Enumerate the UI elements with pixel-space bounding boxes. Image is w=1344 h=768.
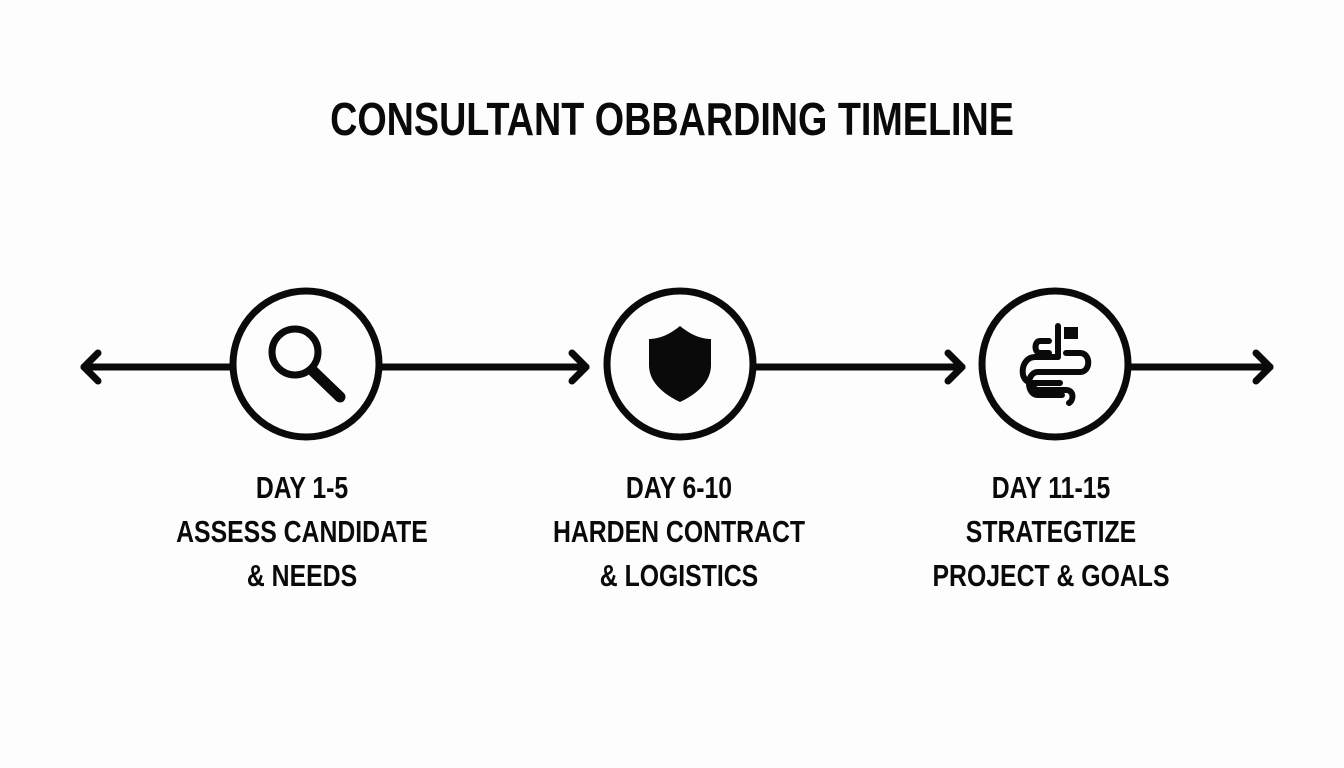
step-label-3: DAY 11-15 STRATEGTIZE PROJECT & GOALS [907,466,1195,598]
step-label-1: DAY 1-5 ASSESS CANDIDATE & NEEDS [158,466,446,598]
step-label-2: DAY 6-10 HARDEN CONTRACT & LOGISTICS [535,466,823,598]
step-day: DAY 1-5 [255,470,349,505]
step-title-line1: ASSESS CANDIDATE [176,514,428,549]
arrow-right-icon [1252,349,1274,385]
page-title: CONSULTANT OBBARDING TIMELINE [330,93,1014,145]
magnifying-glass-icon [268,325,346,403]
step-circle-2 [603,287,757,441]
step-title-line2: PROJECT & GOALS [932,558,1170,593]
winding-path-flag-icon [1019,323,1092,406]
arrow-left-icon [80,349,102,385]
step-day: DAY 6-10 [625,470,733,505]
step-day: DAY 11-15 [991,470,1111,505]
step-title-line2: & NEEDS [246,558,358,593]
arrow-right-icon [944,349,966,385]
shield-icon [649,326,711,402]
flag-icon [1064,327,1078,339]
arrow-right-icon [568,349,590,385]
step-circle-1 [229,287,383,441]
step-title-line1: HARDEN CONTRACT [552,514,806,549]
step-title-line1: STRATEGTIZE [965,514,1137,549]
step-title-line2: & LOGISTICS [599,558,759,593]
step-circle-3 [978,287,1132,441]
